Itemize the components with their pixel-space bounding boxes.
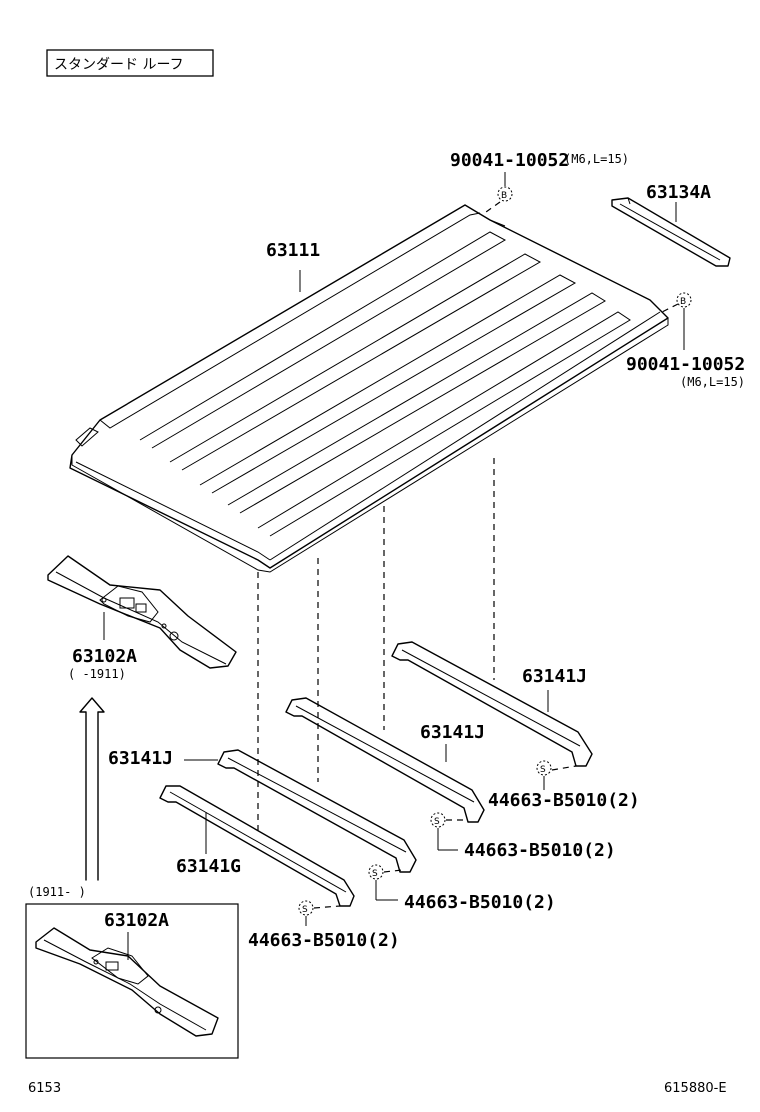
seal-symbol-a-letter: S	[540, 765, 546, 775]
header-title: スタンダード ルーフ	[54, 57, 184, 73]
seal-symbol-d	[298, 900, 314, 916]
roof-bow-d	[159, 785, 355, 907]
roof-panel-drawing	[69, 204, 669, 573]
seal-symbol-c-letter: S	[372, 869, 378, 879]
label-63111: 63111	[266, 240, 320, 261]
bolt-symbol-top-letter: B	[501, 191, 507, 201]
label-seal-a: 44663-B5010(2)	[488, 790, 640, 811]
label-bow-b: 63141J	[420, 722, 485, 743]
roof-bow-a	[391, 641, 593, 767]
arrow-up-icon	[79, 697, 105, 881]
label-seal-c: 44663-B5010(2)	[404, 892, 556, 913]
roof-bow-b	[285, 697, 485, 823]
label-bow-a: 63141J	[522, 666, 587, 687]
label-bow-c: 63141J	[108, 748, 173, 769]
label-front-header: 63102A	[72, 646, 137, 667]
front-header-drawing	[47, 555, 237, 669]
footer-left: 6153	[28, 1081, 61, 1096]
bolt-symbol-top	[497, 186, 513, 202]
label-bow-d: 63141G	[176, 856, 241, 877]
seal-symbol-d-letter: S	[302, 905, 308, 915]
roof-bow-c	[217, 749, 417, 873]
bolt-symbol-right-letter: B	[680, 297, 686, 307]
seal-symbol-c	[368, 864, 384, 880]
bolt-symbol-right	[676, 292, 692, 308]
label-seal-d: 44663-B5010(2)	[248, 930, 400, 951]
label-front-header-range: ( -1911)	[68, 667, 126, 681]
footer-right: 615880-E	[664, 1081, 727, 1096]
inset-range: (1911- )	[28, 885, 86, 899]
inset-box	[25, 903, 239, 1059]
label-inset-number: 63102A	[104, 910, 169, 931]
label-bolt-right-spec: (M6,L=15)	[680, 375, 745, 389]
inset-front-header-drawing	[35, 927, 219, 1037]
seal-symbol-a	[536, 760, 552, 776]
label-63134A: 63134A	[646, 182, 711, 203]
seal-symbol-b-letter: S	[434, 817, 440, 827]
header-box	[46, 49, 214, 77]
seal-symbol-b	[430, 812, 446, 828]
label-bolt-top-spec: (M6,L=15)	[564, 152, 629, 166]
label-seal-b: 44663-B5010(2)	[464, 840, 616, 861]
label-bolt-top-number: 90041-10052	[450, 150, 569, 171]
label-bolt-right-number: 90041-10052	[626, 354, 745, 375]
rear-piece-drawing	[611, 197, 731, 267]
